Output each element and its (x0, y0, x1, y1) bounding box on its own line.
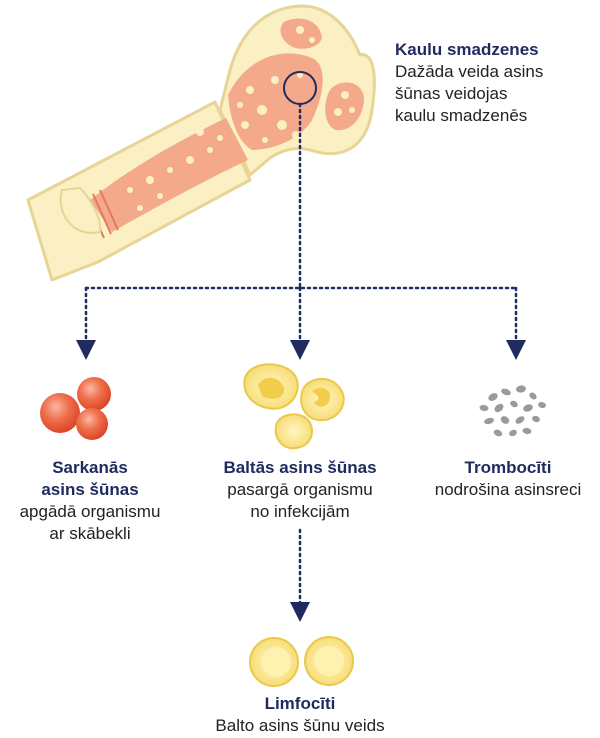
lymphocytes-icon (249, 636, 354, 687)
bone-illustration (26, 4, 376, 282)
lymphocytes-desc: Balto asins šūnu veids (215, 716, 385, 735)
lymphocytes-label: Limfocīti Balto asins šūnu veids (190, 693, 410, 737)
bone-marrow-desc-line-3: kaulu smadzenēs (395, 106, 528, 125)
white-cells-desc-line-1: pasargā organismu (227, 480, 373, 499)
white-cells-title: Baltās asins šūnas (223, 458, 377, 477)
bone-marrow-label: Kaulu smadzenes Dažāda veida asins šūnas… (395, 39, 595, 127)
red-cells-title-line-2: asins šūnas (41, 480, 139, 499)
platelets-desc: nodrošina asinsreci (434, 480, 582, 499)
white-blood-cells-icon (243, 363, 345, 450)
white-cells-label: Baltās asins šūnas pasargā organismu no … (190, 457, 410, 523)
bone-marrow-desc-line-1: Dažāda veida asins (395, 62, 544, 81)
red-cells-title-line-1: Sarkanās (52, 458, 128, 477)
bone-spongy-dots (127, 26, 355, 211)
white-cells-desc-line-2: no infekcijām (250, 502, 350, 521)
bone-cut-end (59, 186, 102, 234)
platelets-title: Trombocīti (464, 458, 552, 477)
red-cells-desc-line-2: ar skābekli (49, 524, 131, 543)
platelets-icon (479, 385, 546, 437)
red-cells-label: Sarkanās asins šūnas apgādā organismu ar… (0, 457, 180, 545)
connector-lines (76, 102, 526, 622)
red-blood-cells-icon (40, 377, 111, 440)
red-cells-desc-line-1: apgādā organismu (19, 502, 161, 521)
bone-marrow-title: Kaulu smadzenes (395, 40, 539, 59)
lymphocytes-title: Limfocīti (264, 694, 336, 713)
bone-marrow-desc-line-2: šūnas veidojas (395, 84, 508, 103)
marrow-head-right (325, 82, 364, 131)
platelets-label: Trombocīti nodrošina asinsreci (420, 457, 596, 501)
marrow-shaft (90, 118, 248, 232)
